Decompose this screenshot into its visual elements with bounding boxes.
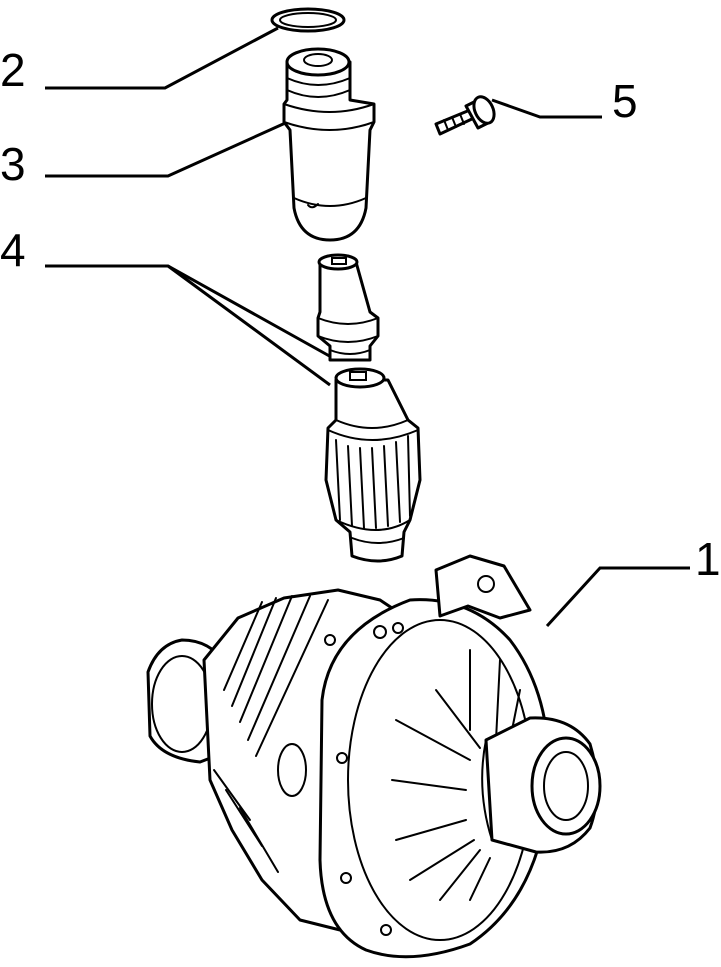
gear-part-4 (324, 367, 422, 563)
label-part-4: 4 (0, 224, 26, 276)
screw-part-5 (434, 95, 496, 136)
o-ring-part-2 (270, 7, 346, 33)
label-part-1: 1 (695, 533, 721, 585)
shaft-part-4 (316, 253, 380, 362)
leader-lines (45, 26, 690, 628)
leader-part-3 (45, 118, 293, 178)
differential-housing-part-1 (146, 554, 602, 959)
leader-part-5 (491, 98, 602, 119)
leader-part-2 (45, 26, 279, 90)
leader-part-1 (545, 566, 690, 628)
label-part-3: 3 (0, 138, 26, 190)
sleeve-part-3 (282, 47, 376, 242)
leader-part-4b (167, 264, 331, 387)
label-part-5: 5 (612, 75, 638, 127)
label-part-2: 2 (0, 44, 26, 96)
